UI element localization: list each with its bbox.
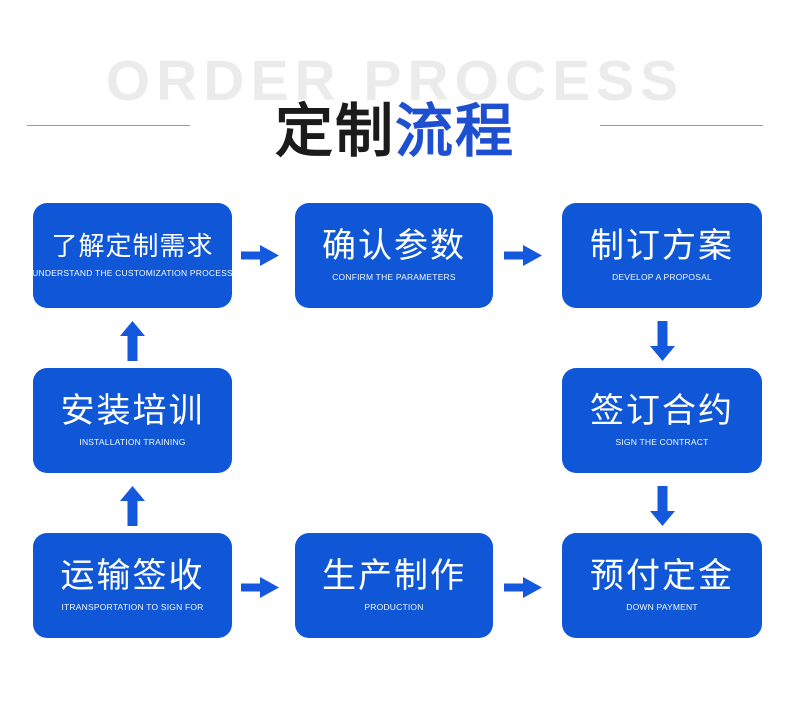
arrow-down-icon	[650, 486, 675, 526]
arrow-right-icon	[504, 244, 542, 267]
flow-box-down-payment: 预付定金 DOWN PAYMENT	[562, 533, 762, 638]
flow-box-title: 安装培训	[60, 392, 205, 430]
flow-box-subtitle: DEVELOP A PROPOSAL	[612, 272, 712, 282]
flow-box-subtitle: PRODUCTION	[364, 602, 424, 612]
arrow-up-icon	[120, 486, 145, 526]
flow-box-subtitle: SIGN THE CONTRACT	[615, 437, 709, 447]
title-divider-right	[600, 125, 763, 126]
flow-box-develop-proposal: 制订方案 DEVELOP A PROPOSAL	[562, 203, 762, 308]
flow-box-title: 确认参数	[322, 227, 466, 265]
flow-box-title: 运输签收	[60, 557, 205, 595]
arrow-right-icon	[504, 576, 542, 599]
flow-box-sign-contract: 签订合约 SIGN THE CONTRACT	[562, 368, 762, 473]
arrow-up-icon	[120, 321, 145, 361]
flow-box-transport-sign: 运输签收 ITRANSPORTATION TO SIGN FOR	[33, 533, 232, 638]
flow-box-title: 了解定制需求	[51, 231, 214, 261]
flow-box-subtitle: CONFIRM THE PARAMETERS	[332, 272, 456, 282]
flow-box-understand-requirements: 了解定制需求 UNDERSTAND THE CUSTOMIZATION PROC…	[32, 203, 233, 308]
flow-box-subtitle: INSTALLATION TRAINING	[79, 437, 186, 447]
flow-box-subtitle: UNDERSTAND THE CUSTOMIZATION PROCESS	[32, 268, 233, 278]
flow-box-subtitle: ITRANSPORTATION TO SIGN FOR	[61, 602, 204, 612]
arrow-right-icon	[241, 244, 279, 267]
flow-box-installation-training: 安装培训 INSTALLATION TRAINING	[33, 368, 232, 473]
arrow-right-icon	[241, 576, 279, 599]
flow-box-title: 生产制作	[322, 557, 466, 595]
flow-box-title: 制订方案	[590, 227, 734, 265]
watermark-text: ORDER PROCESS	[105, 49, 685, 113]
flow-box-title: 签订合约	[590, 392, 734, 430]
flow-box-confirm-parameters: 确认参数 CONFIRM THE PARAMETERS	[295, 203, 493, 308]
title-divider-left	[27, 125, 190, 126]
page-title: 定制流程	[0, 84, 790, 168]
flow-box-title: 预付定金	[590, 557, 734, 595]
page-title-black: 定制	[274, 99, 395, 164]
page-title-blue: 流程	[395, 99, 516, 164]
flow-box-subtitle: DOWN PAYMENT	[626, 602, 698, 612]
flow-box-production: 生产制作 PRODUCTION	[295, 533, 493, 638]
arrow-down-icon	[650, 321, 675, 361]
